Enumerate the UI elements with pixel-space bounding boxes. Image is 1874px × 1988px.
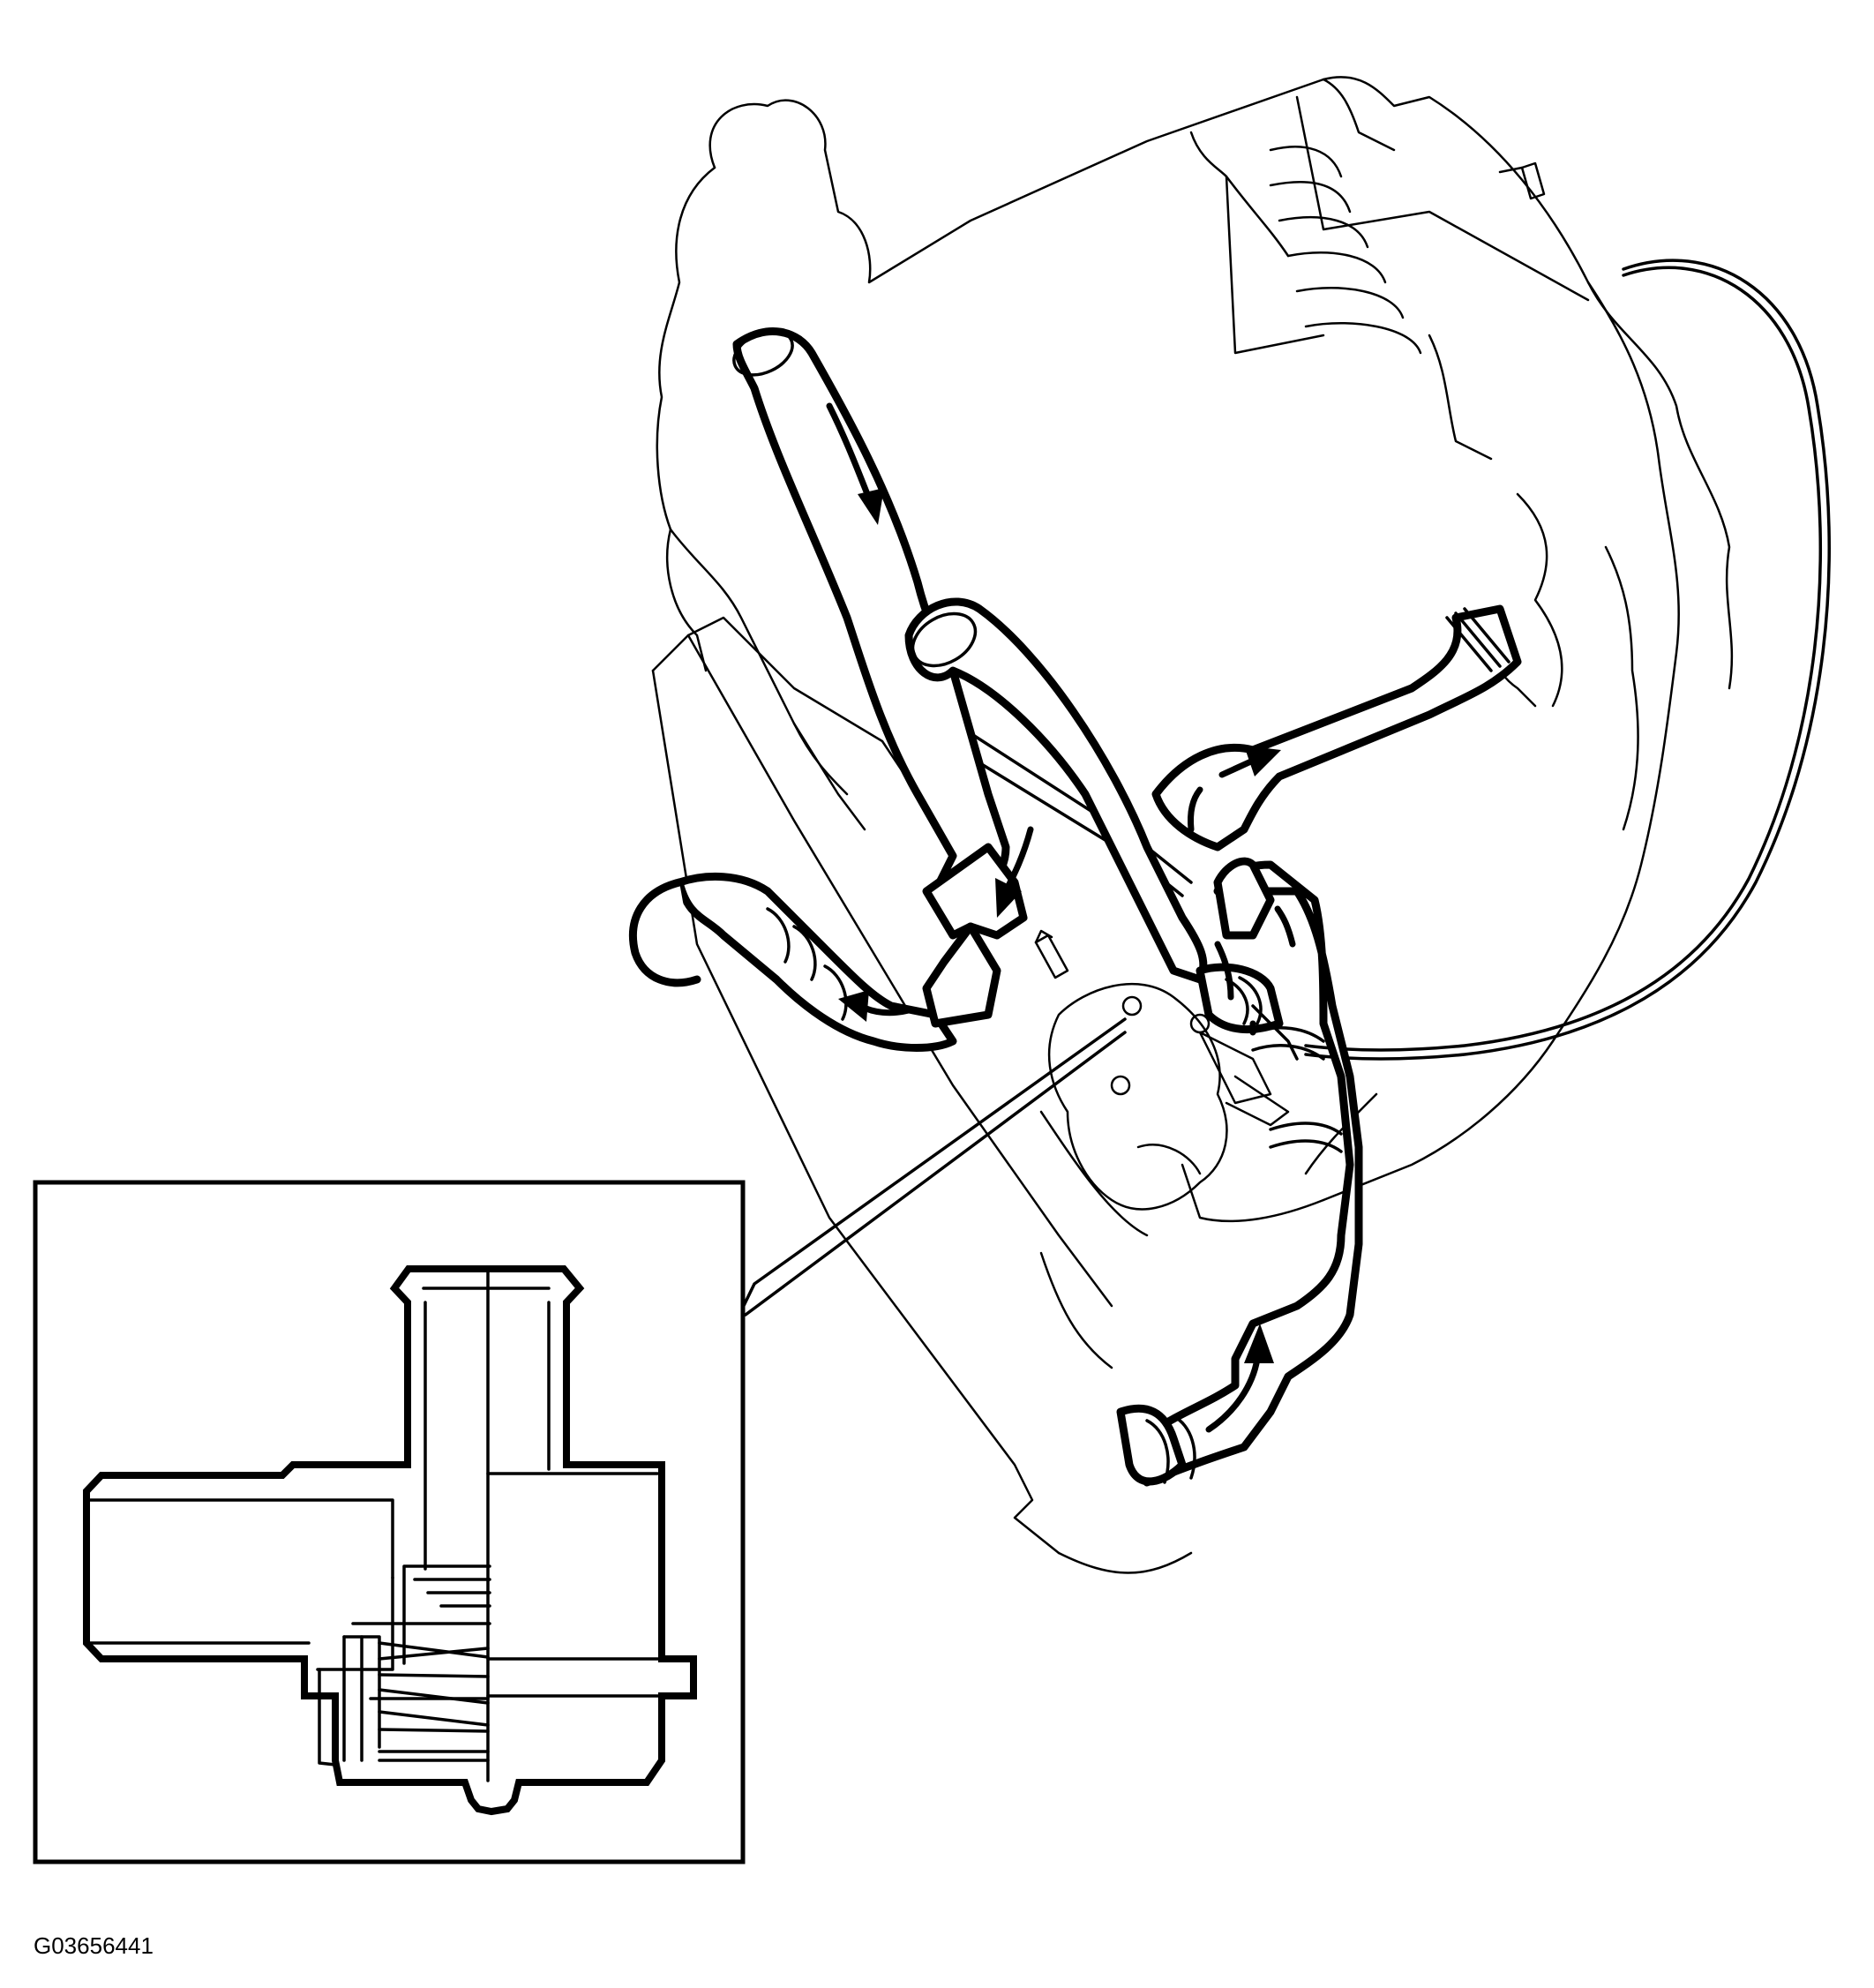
- sensor-cable: [1304, 259, 1831, 1061]
- flow-arrow-heater-outlet: [1244, 746, 1281, 776]
- engine-block: [656, 76, 1734, 1223]
- flow-arrow-connector: [995, 878, 1022, 918]
- flow-arrow-upper-hose: [858, 488, 884, 525]
- inset-detail-box: [33, 1180, 746, 1864]
- figure-code: G03656441: [34, 1932, 154, 1959]
- lower-left-hose: [628, 873, 957, 1052]
- callout-leader: [738, 1017, 1127, 1317]
- heater-outlet-hose: [1151, 604, 1522, 851]
- thermostat-cross-section: [83, 1265, 697, 1816]
- lower-radiator-hose: [1116, 860, 1363, 1487]
- thermostat-housing: [1034, 929, 1290, 1211]
- flow-arrow-lower-radiator: [1244, 1324, 1274, 1363]
- radiator: [651, 616, 1193, 1574]
- flow-arrow-lower-left: [838, 990, 869, 1022]
- flow-arrows: [826, 402, 1296, 1433]
- heater-hose-elbow: [904, 597, 1208, 984]
